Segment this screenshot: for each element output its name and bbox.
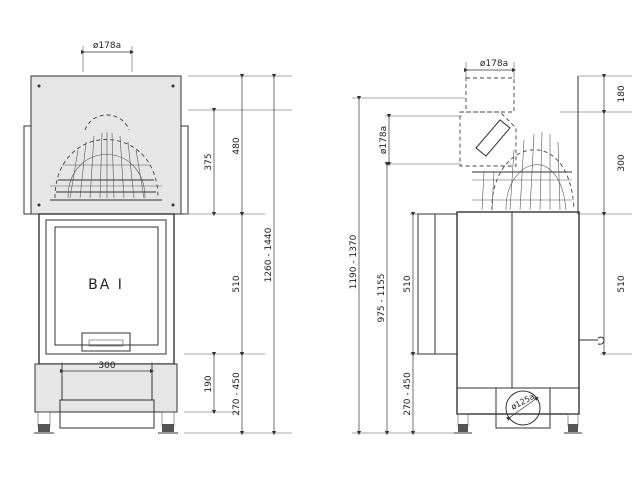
front-dim-190: 190 bbox=[204, 375, 214, 392]
front-view: ø178a bbox=[23, 41, 292, 436]
side-rear-duct: ø125a bbox=[495, 387, 551, 429]
side-dome bbox=[472, 131, 575, 211]
side-dim-975-1155: 975 - 1155 bbox=[377, 273, 387, 322]
door-label: BA I bbox=[88, 277, 124, 293]
front-door: BA I bbox=[38, 213, 175, 365]
side-flue-connector bbox=[459, 77, 517, 167]
side-flue-side-label: ø178a bbox=[379, 126, 389, 154]
front-overall-height: 1260 - 1440 bbox=[264, 227, 274, 282]
side-dim-510: 510 bbox=[403, 275, 413, 292]
front-body bbox=[23, 75, 189, 215]
front-flue-diameter-label: ø178a bbox=[93, 41, 121, 51]
side-body bbox=[417, 211, 605, 415]
side-dim-510-right: 510 bbox=[617, 275, 627, 292]
side-feet bbox=[454, 413, 582, 434]
front-right-dimensions: 375 480 510 190 270 - 450 1260 - 1440 bbox=[184, 73, 292, 436]
side-dim-300: 300 bbox=[617, 154, 627, 171]
side-left-dimensions: 1190 - 1370 975 - 1155 510 270 - 450 bbox=[349, 95, 466, 436]
side-flue-side-dimension: ø178a bbox=[379, 113, 462, 167]
side-view: ø178a ø178a bbox=[349, 59, 632, 436]
side-dim-180: 180 bbox=[617, 85, 627, 102]
front-dim-375: 375 bbox=[204, 153, 214, 170]
front-dim-270-450: 270 - 450 bbox=[232, 372, 242, 416]
front-dim-480: 480 bbox=[232, 137, 242, 154]
side-dim-1190-1370: 1190 - 1370 bbox=[349, 234, 359, 289]
front-width-dimension: 300 bbox=[59, 361, 155, 376]
side-dim-270-450: 270 - 450 bbox=[403, 372, 413, 416]
front-dome bbox=[50, 114, 162, 201]
front-flue-dimension: ø178a bbox=[80, 41, 135, 72]
side-flue-top-dimension: ø178a bbox=[463, 59, 517, 78]
side-flue-top-label: ø178a bbox=[480, 59, 508, 69]
front-width-label: 300 bbox=[98, 361, 115, 371]
rear-duct-label: ø125a bbox=[510, 392, 536, 412]
front-base bbox=[34, 363, 178, 434]
front-dim-510: 510 bbox=[232, 275, 242, 292]
side-right-dimensions: 180 300 510 bbox=[578, 73, 632, 357]
